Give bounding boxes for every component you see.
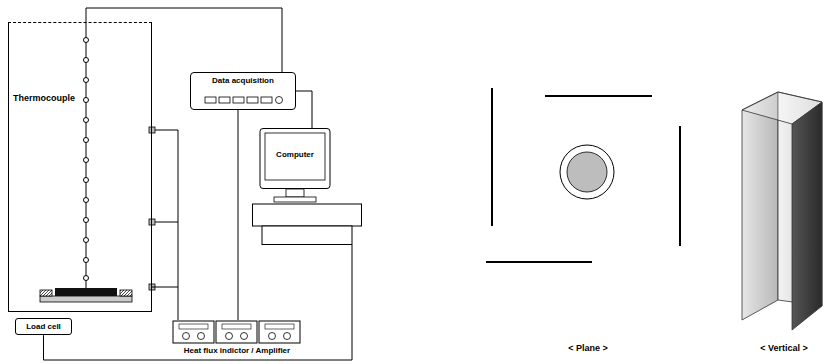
amplifier-units (172, 320, 302, 344)
signal-wire (296, 91, 312, 128)
load-cell-box: Load cell (15, 318, 72, 335)
signal-wire (238, 110, 239, 320)
thermocouple-chain (84, 22, 89, 290)
specimen-holder (40, 288, 132, 302)
test-chamber: Thermocouple (8, 22, 152, 312)
node-label: Thermocouple (13, 93, 75, 103)
view-caption: < Vertical > (760, 343, 808, 353)
node-label: Heat flux indictor / Amplifier (172, 346, 302, 355)
signal-wire (44, 245, 353, 360)
heat-flux-amplifier: Heat flux indictor / Amplifier (172, 320, 302, 355)
node-label: Data acquisition (191, 76, 295, 85)
signal-wire (152, 287, 178, 320)
signal-wire (86, 8, 282, 72)
view-caption: < Plane > (568, 343, 608, 353)
plane-view (486, 88, 680, 262)
node-label: Computer (265, 150, 325, 159)
vertical-view (742, 92, 822, 330)
amplifier-icon (172, 320, 302, 344)
computer-station: Computer (252, 128, 362, 245)
node-label: Load cell (22, 322, 65, 331)
sensor-wire (155, 130, 178, 287)
heat-flux-sensor (149, 127, 155, 290)
data-acquisition-unit: Data acquisition (190, 72, 296, 110)
computer-icon (252, 128, 362, 245)
